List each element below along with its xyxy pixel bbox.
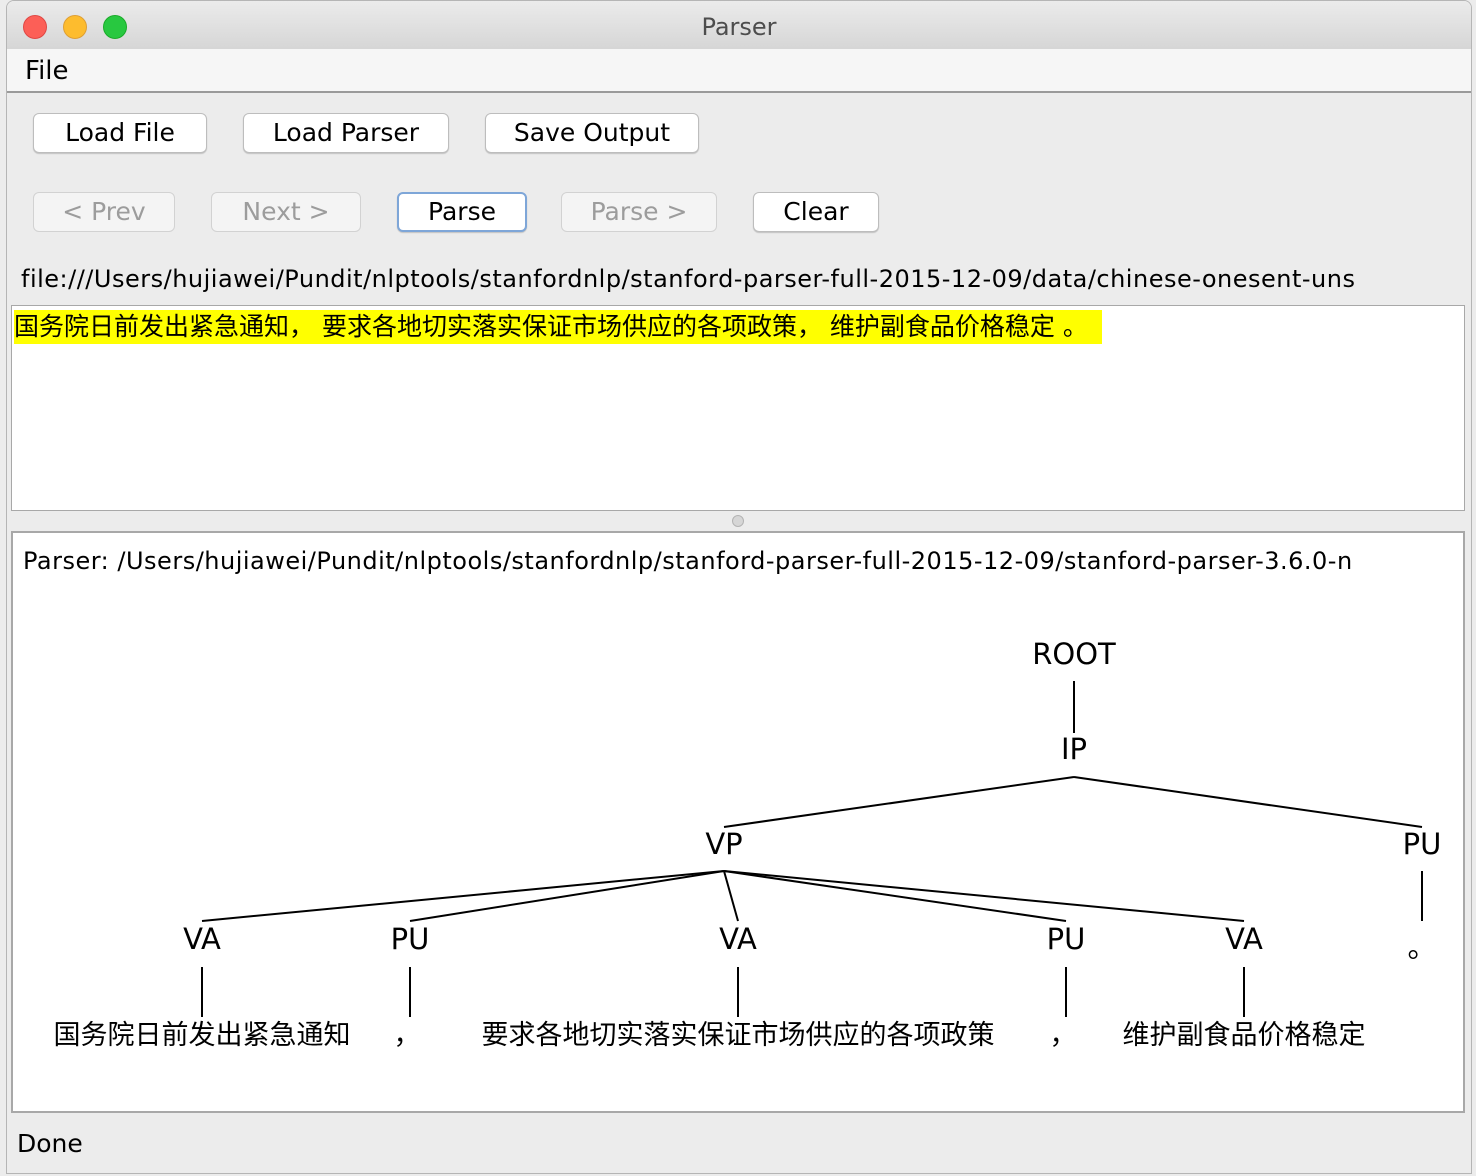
- node-vp: VP: [705, 827, 742, 861]
- parser-path-label: Parser: /Users/hujiawei/Pundit/nlptools/…: [23, 547, 1353, 575]
- node-root: ROOT: [1032, 637, 1116, 671]
- node-va-1: VA: [183, 922, 221, 956]
- input-text-area[interactable]: 国务院日前发出紧急通知， 要求各地切实落实保证市场供应的各项政策， 维护副食品价…: [11, 305, 1465, 511]
- leaf-word-2: 要求各地切实落实保证市场供应的各项政策: [482, 1020, 995, 1051]
- parser-window: Parser File Load File Load Parser Save O…: [6, 0, 1472, 1174]
- status-label: Done: [17, 1129, 83, 1158]
- leaf-word-1: 国务院日前发出紧急通知: [54, 1020, 351, 1051]
- leaf-comma-2: ，: [1050, 1020, 1077, 1051]
- minimize-window-button[interactable]: [63, 15, 87, 39]
- close-window-button[interactable]: [23, 15, 47, 39]
- split-pane-divider-handle[interactable]: [732, 515, 744, 527]
- window-title: Parser: [701, 13, 777, 41]
- zoom-window-button[interactable]: [103, 15, 127, 39]
- leaf-period: 。: [1407, 930, 1436, 964]
- clear-button[interactable]: Clear: [753, 192, 879, 232]
- node-va-3: VA: [1225, 922, 1263, 956]
- node-va-2: VA: [719, 922, 757, 956]
- menu-bar: File: [7, 49, 1471, 93]
- node-pu-1: PU: [391, 922, 430, 956]
- highlighted-sentence[interactable]: 国务院日前发出紧急通知， 要求各地切实落实保证市场供应的各项政策， 维护副食品价…: [14, 310, 1102, 344]
- save-output-button[interactable]: Save Output: [485, 113, 699, 153]
- parse-next-button[interactable]: Parse >: [561, 192, 717, 232]
- menu-file[interactable]: File: [25, 56, 69, 86]
- prev-button[interactable]: < Prev: [33, 192, 175, 232]
- parse-tree: ROOT IP VP PU VA PU VA PU VA 。 国务院日前发出紧急…: [54, 637, 1442, 1051]
- parse-button[interactable]: Parse: [397, 192, 527, 232]
- leaf-word-3: 维护副食品价格稳定: [1123, 1020, 1366, 1051]
- file-path-label: file:///Users/hujiawei/Pundit/nlptools/s…: [21, 265, 1356, 293]
- next-button[interactable]: Next >: [211, 192, 361, 232]
- node-pu-2: PU: [1047, 922, 1086, 956]
- parse-tree-panel: Parser: /Users/hujiawei/Pundit/nlptools/…: [11, 531, 1465, 1113]
- node-ip: IP: [1061, 732, 1087, 766]
- tree-edges: [201, 681, 1423, 1017]
- title-bar[interactable]: Parser: [7, 1, 1471, 50]
- leaf-comma-1: ，: [394, 1020, 421, 1051]
- main-content: Load File Load Parser Save Output < Prev…: [7, 93, 1471, 1173]
- load-parser-button[interactable]: Load Parser: [243, 113, 449, 153]
- node-pu-final: PU: [1403, 827, 1442, 861]
- load-file-button[interactable]: Load File: [33, 113, 207, 153]
